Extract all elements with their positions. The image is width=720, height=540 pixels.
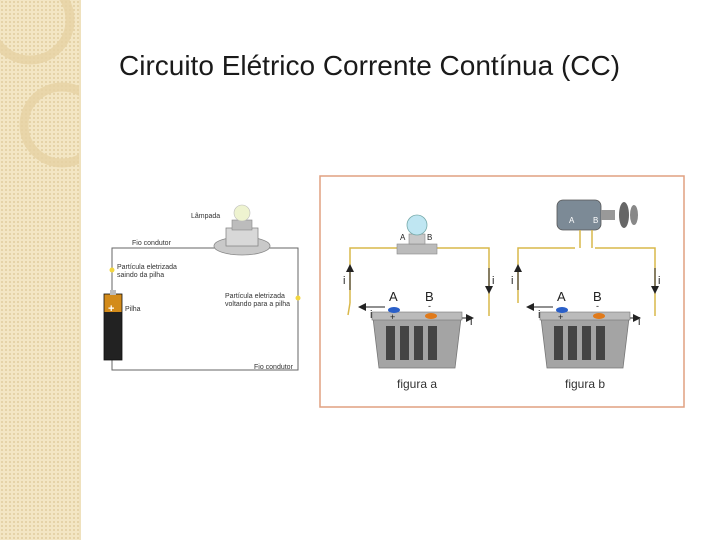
fig-b-minus: - xyxy=(596,301,599,311)
left-wire-right-bottom xyxy=(111,247,299,371)
sidebar-edge xyxy=(79,0,81,540)
fig-b-current-bottom-left: i xyxy=(538,309,541,321)
particle-leaving-dot xyxy=(109,267,115,273)
lamp-icon xyxy=(213,204,271,256)
fig-a-current-bottom-right: i xyxy=(470,316,473,328)
battery-icon xyxy=(103,290,123,361)
figure-frame xyxy=(319,175,685,408)
figure-b-caption: figura b xyxy=(565,377,606,391)
fig-b-motor-terminal-b: B xyxy=(593,216,599,225)
fig-b-plus: + xyxy=(558,312,564,322)
fig-b-current-bottom-right: i xyxy=(638,316,641,328)
sidebar-rings-decoration xyxy=(0,0,79,168)
fig-a-minus: - xyxy=(428,301,431,311)
fig-a-terminal-a: A xyxy=(389,289,398,304)
fig-a-current-left: i xyxy=(343,275,346,287)
top-wire-label: Fio condutor xyxy=(132,240,171,247)
fig-b-motor-terminal-a: A xyxy=(569,216,575,225)
decorative-sidebar xyxy=(0,0,79,540)
lamp-label: Lâmpada xyxy=(191,213,221,220)
battery-plus-sign: + xyxy=(108,303,115,315)
figure-a-caption: figura a xyxy=(397,377,438,391)
figure-a-drawing xyxy=(346,214,493,369)
fig-b-current-left: i xyxy=(511,275,514,287)
particle-leaving-label: Partícula eletrizada saindo da pilha xyxy=(117,264,177,279)
particle-returning-dot xyxy=(295,295,301,301)
fig-b-terminal-b: B xyxy=(593,289,602,304)
particle-returning-label: Partícula eletrizada voltando para a pil… xyxy=(225,293,290,308)
slide-title: Circuito Elétrico Corrente Contínua (CC) xyxy=(119,50,621,81)
fig-a-lamp-terminal-b: B xyxy=(427,233,433,242)
fig-a-terminal-b: B xyxy=(425,289,434,304)
bottom-wire-label: Fio condutor xyxy=(254,364,293,371)
fig-b-current-right: i xyxy=(658,275,661,287)
figure-b-drawing xyxy=(514,199,659,369)
fig-a-lamp-terminal-a: A xyxy=(400,233,406,242)
fig-a-current-right: i xyxy=(492,275,495,287)
fig-a-plus: + xyxy=(390,312,396,322)
battery-label: Pilha xyxy=(125,306,141,313)
fig-a-current-bottom-left: i xyxy=(370,309,373,321)
fig-b-terminal-a: A xyxy=(557,289,566,304)
left-top-wire-left xyxy=(111,247,222,296)
